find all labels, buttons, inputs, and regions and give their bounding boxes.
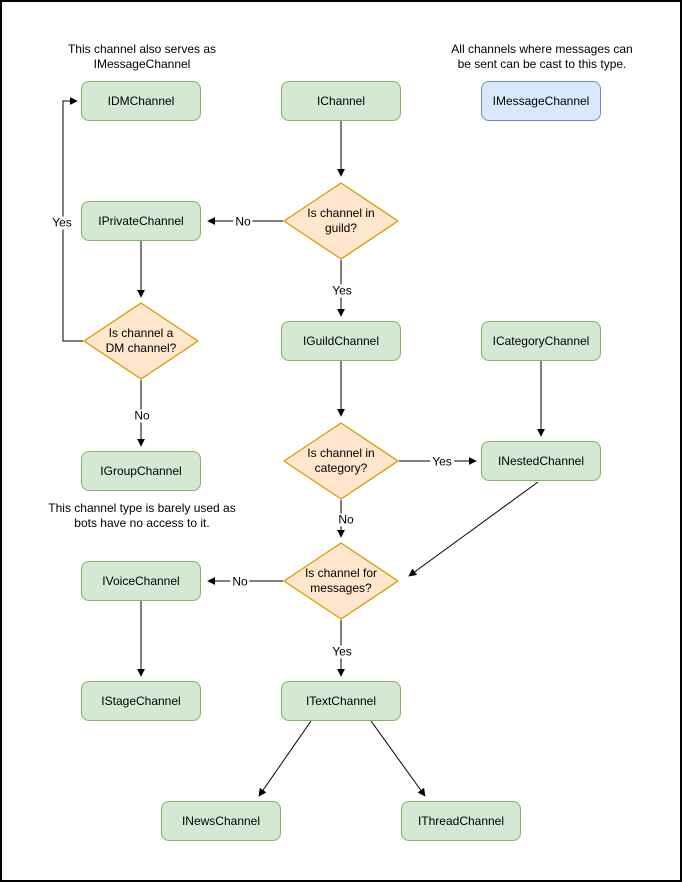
edge-label-yes-messages: Yes [330, 644, 354, 659]
edge-label-no-dm: No [132, 408, 152, 423]
decision-label: Is channel in guild? [307, 206, 375, 235]
node-iguildchannel: IGuildChannel [281, 321, 401, 361]
node-label: IPrivateChannel [98, 214, 184, 228]
node-label: ICategoryChannel [492, 334, 590, 348]
node-label: IThreadChannel [417, 814, 505, 828]
edge-label-no-messages: No [230, 574, 250, 589]
edge-itext-to-inews [258, 720, 312, 797]
node-label: IDMChannel [107, 94, 175, 108]
edge-label-no-guild: No [233, 214, 253, 229]
node-inestedchannel: INestedChannel [481, 441, 601, 481]
note-imessagechannel: All channels where messages can be sent … [451, 42, 633, 71]
node-label: IVoiceChannel [102, 574, 180, 588]
decision-is-channel-in-category: Is channel in category? [283, 422, 399, 500]
node-ichannel: IChannel [281, 81, 401, 121]
note-igroupchannel: This channel type is barely used as bots… [48, 501, 236, 530]
decision-label: Is channel for messages? [304, 566, 378, 595]
node-itextchannel: ITextChannel [281, 681, 401, 721]
decision-label: Is channel a DM channel? [105, 326, 177, 355]
node-label: INestedChannel [497, 454, 585, 468]
node-idmchannel: IDMChannel [81, 81, 201, 121]
node-label: IStageChannel [101, 694, 181, 708]
node-label: IMessageChannel [492, 94, 590, 108]
edge-label-yes-dm: Yes [50, 215, 74, 230]
edge-label-yes-category: Yes [430, 454, 454, 469]
node-igroupchannel: IGroupChannel [81, 451, 201, 491]
node-label: INewsChannel [181, 814, 261, 828]
node-label: IChannel [316, 94, 366, 108]
edge-label-yes-guild: Yes [330, 283, 354, 298]
node-iprivatechannel: IPrivateChannel [81, 201, 201, 241]
decision-is-channel-in-guild: Is channel in guild? [283, 182, 399, 260]
node-ivoicechannel: IVoiceChannel [81, 561, 201, 601]
decision-is-channel-a-dm-channel: Is channel a DM channel? [83, 302, 199, 380]
node-label: IGroupChannel [100, 464, 182, 478]
node-icategorychannel: ICategoryChannel [481, 321, 601, 361]
node-ithreadchannel: IThreadChannel [401, 801, 521, 841]
note-idmchannel: This channel also serves as IMessageChan… [67, 42, 217, 71]
node-inewschannel: INewsChannel [161, 801, 281, 841]
edge-itext-to-ithread [370, 720, 426, 797]
node-label: ITextChannel [305, 694, 377, 708]
node-label: IGuildChannel [302, 334, 380, 348]
decision-is-channel-for-messages: Is channel for messages? [283, 542, 399, 620]
edge-inested-to-messages-decision [408, 481, 539, 577]
edge-label-no-category: No [336, 512, 356, 527]
node-imessagechannel: IMessageChannel [481, 81, 601, 121]
decision-label: Is channel in category? [307, 446, 375, 475]
node-istagechannel: IStageChannel [81, 681, 201, 721]
